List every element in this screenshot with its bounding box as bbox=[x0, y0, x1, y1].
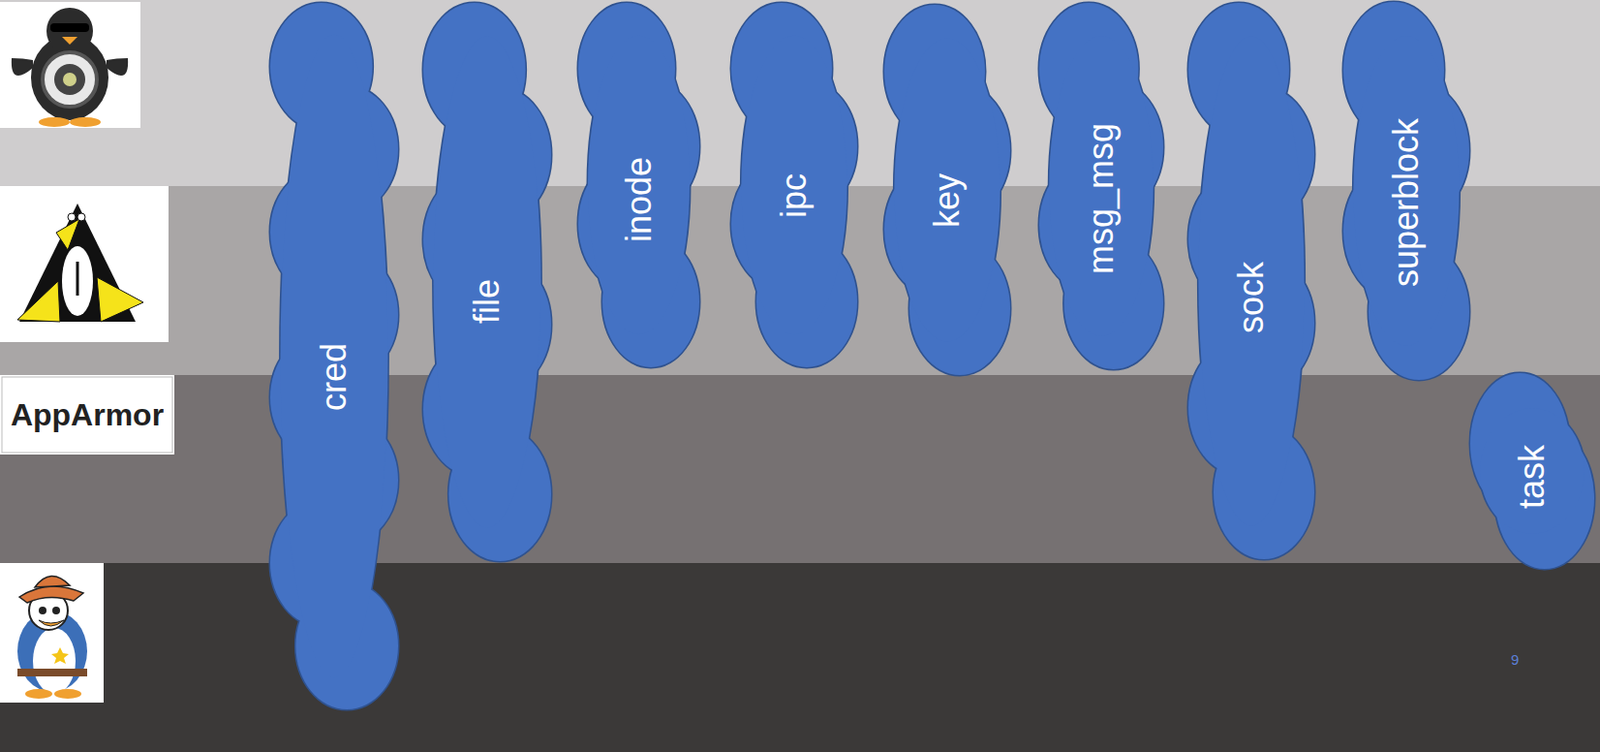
logo-wordmark: AppArmor bbox=[10, 397, 164, 433]
penguin-logo-sheriff bbox=[0, 562, 104, 703]
cloud-label: inode bbox=[621, 156, 657, 243]
cloud-node: msg_msg bbox=[1039, 2, 1164, 370]
cloud-node: inode bbox=[578, 2, 700, 368]
cloud-label: task bbox=[1514, 444, 1550, 509]
cloud-node: file bbox=[423, 2, 552, 561]
cloud-fill bbox=[270, 2, 399, 709]
cloud-fill bbox=[1039, 2, 1164, 370]
cloud-node: superblock bbox=[1343, 1, 1470, 380]
cloud-label: file bbox=[469, 278, 505, 324]
cloud-outline bbox=[423, 2, 552, 561]
cloud-outline bbox=[884, 4, 1011, 375]
band-dark bbox=[0, 374, 1600, 563]
cloud-outline bbox=[1039, 2, 1164, 370]
penguin-logo-triangle bbox=[0, 185, 169, 342]
apparmor-logo-plate bbox=[0, 374, 175, 455]
band-darkest bbox=[0, 562, 1600, 752]
cloud-fill bbox=[1343, 1, 1470, 380]
cloud-fill bbox=[731, 2, 858, 368]
cloud-fill bbox=[423, 2, 552, 561]
page-number: 9 bbox=[1510, 650, 1519, 668]
cloud-fill bbox=[578, 2, 700, 368]
cloud-outline bbox=[270, 2, 399, 709]
penguin-logo-gear bbox=[0, 1, 141, 128]
cloud-node: cred bbox=[270, 2, 399, 709]
cloud-outline bbox=[1470, 372, 1595, 569]
cloud-label: cred bbox=[316, 342, 352, 411]
cloud-outline bbox=[1343, 1, 1470, 380]
cloud-outline bbox=[731, 2, 858, 368]
cloud-label: ipc bbox=[776, 173, 812, 218]
cloud-node: task bbox=[1470, 372, 1595, 569]
cloud-label: sock bbox=[1233, 261, 1269, 334]
cloud-fill bbox=[1188, 2, 1315, 559]
cloud-node: sock bbox=[1188, 2, 1315, 559]
cloud-fill bbox=[884, 4, 1011, 375]
cloud-fill bbox=[1470, 372, 1595, 569]
cloud-node: key bbox=[884, 4, 1011, 375]
cloud-node: ipc bbox=[731, 2, 858, 368]
cloud-label: key bbox=[929, 173, 965, 228]
cloud-label: superblock bbox=[1388, 118, 1424, 287]
cloud-outline bbox=[578, 2, 700, 368]
cloud-label: msg_msg bbox=[1083, 123, 1119, 275]
cloud-outline bbox=[1188, 2, 1315, 559]
